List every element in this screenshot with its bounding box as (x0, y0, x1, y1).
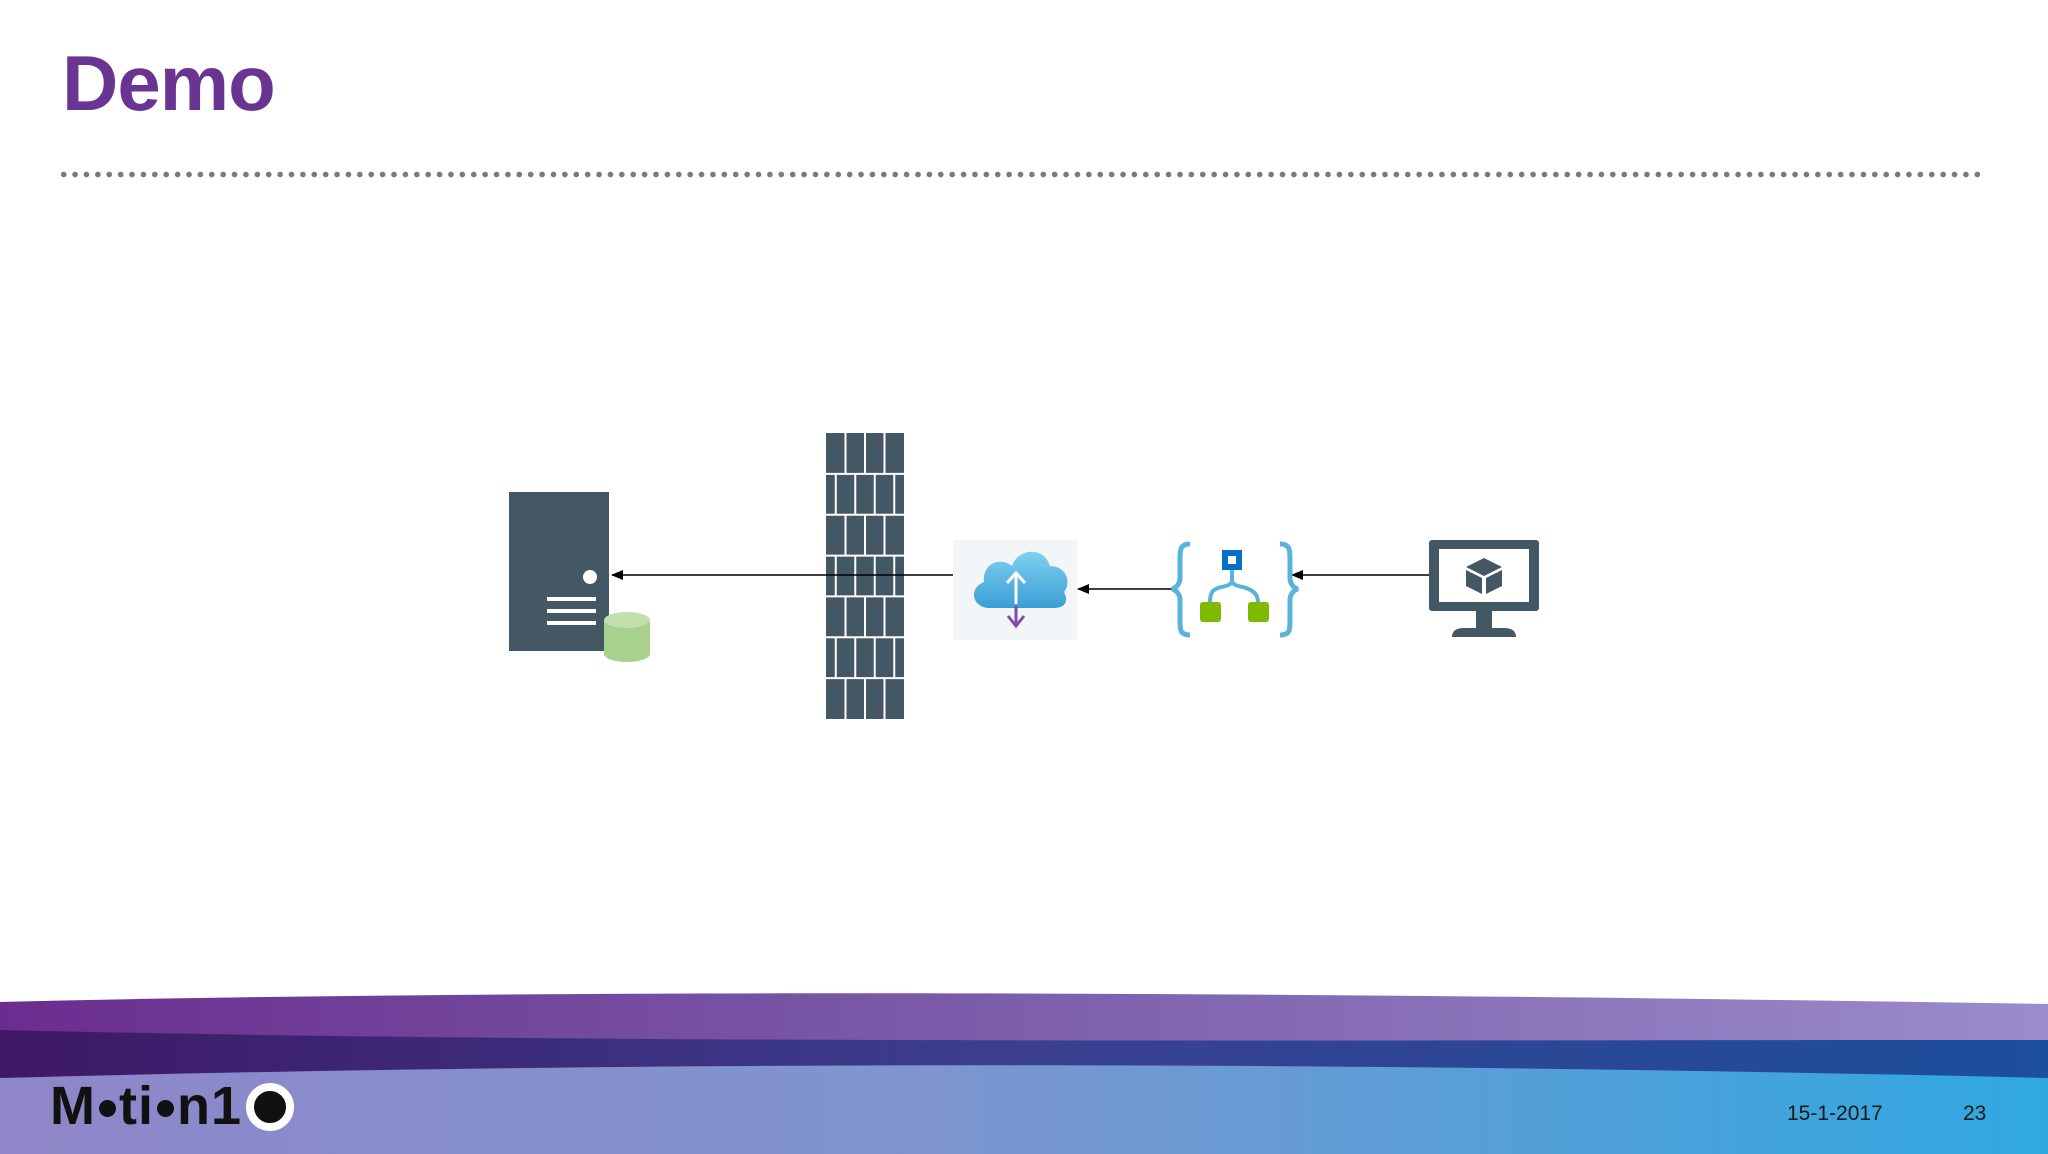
footer-wave (0, 993, 2048, 1154)
logic-app-icon (1171, 541, 1299, 638)
slide-date: 15-1-2017 (1787, 1102, 1883, 1125)
logo-letters-ti: ti (118, 1076, 154, 1136)
server-database-icon (509, 492, 650, 662)
logo-letters-m: M (50, 1076, 96, 1136)
page-title: Demo (62, 39, 276, 127)
slide-number: 23 (1963, 1102, 1987, 1125)
monitor-cube-icon (1429, 540, 1539, 637)
logo-ring (246, 1083, 295, 1131)
logo-letters-n1: n1 (176, 1076, 243, 1136)
logo-dot (156, 1099, 174, 1117)
logo-dot (98, 1099, 116, 1117)
cloud-upload-icon (953, 540, 1077, 640)
firewall-icon (826, 433, 904, 719)
motion10-logo: M ti n1 (50, 1076, 295, 1136)
dotted-divider (58, 170, 1983, 179)
database-icon (604, 612, 650, 662)
